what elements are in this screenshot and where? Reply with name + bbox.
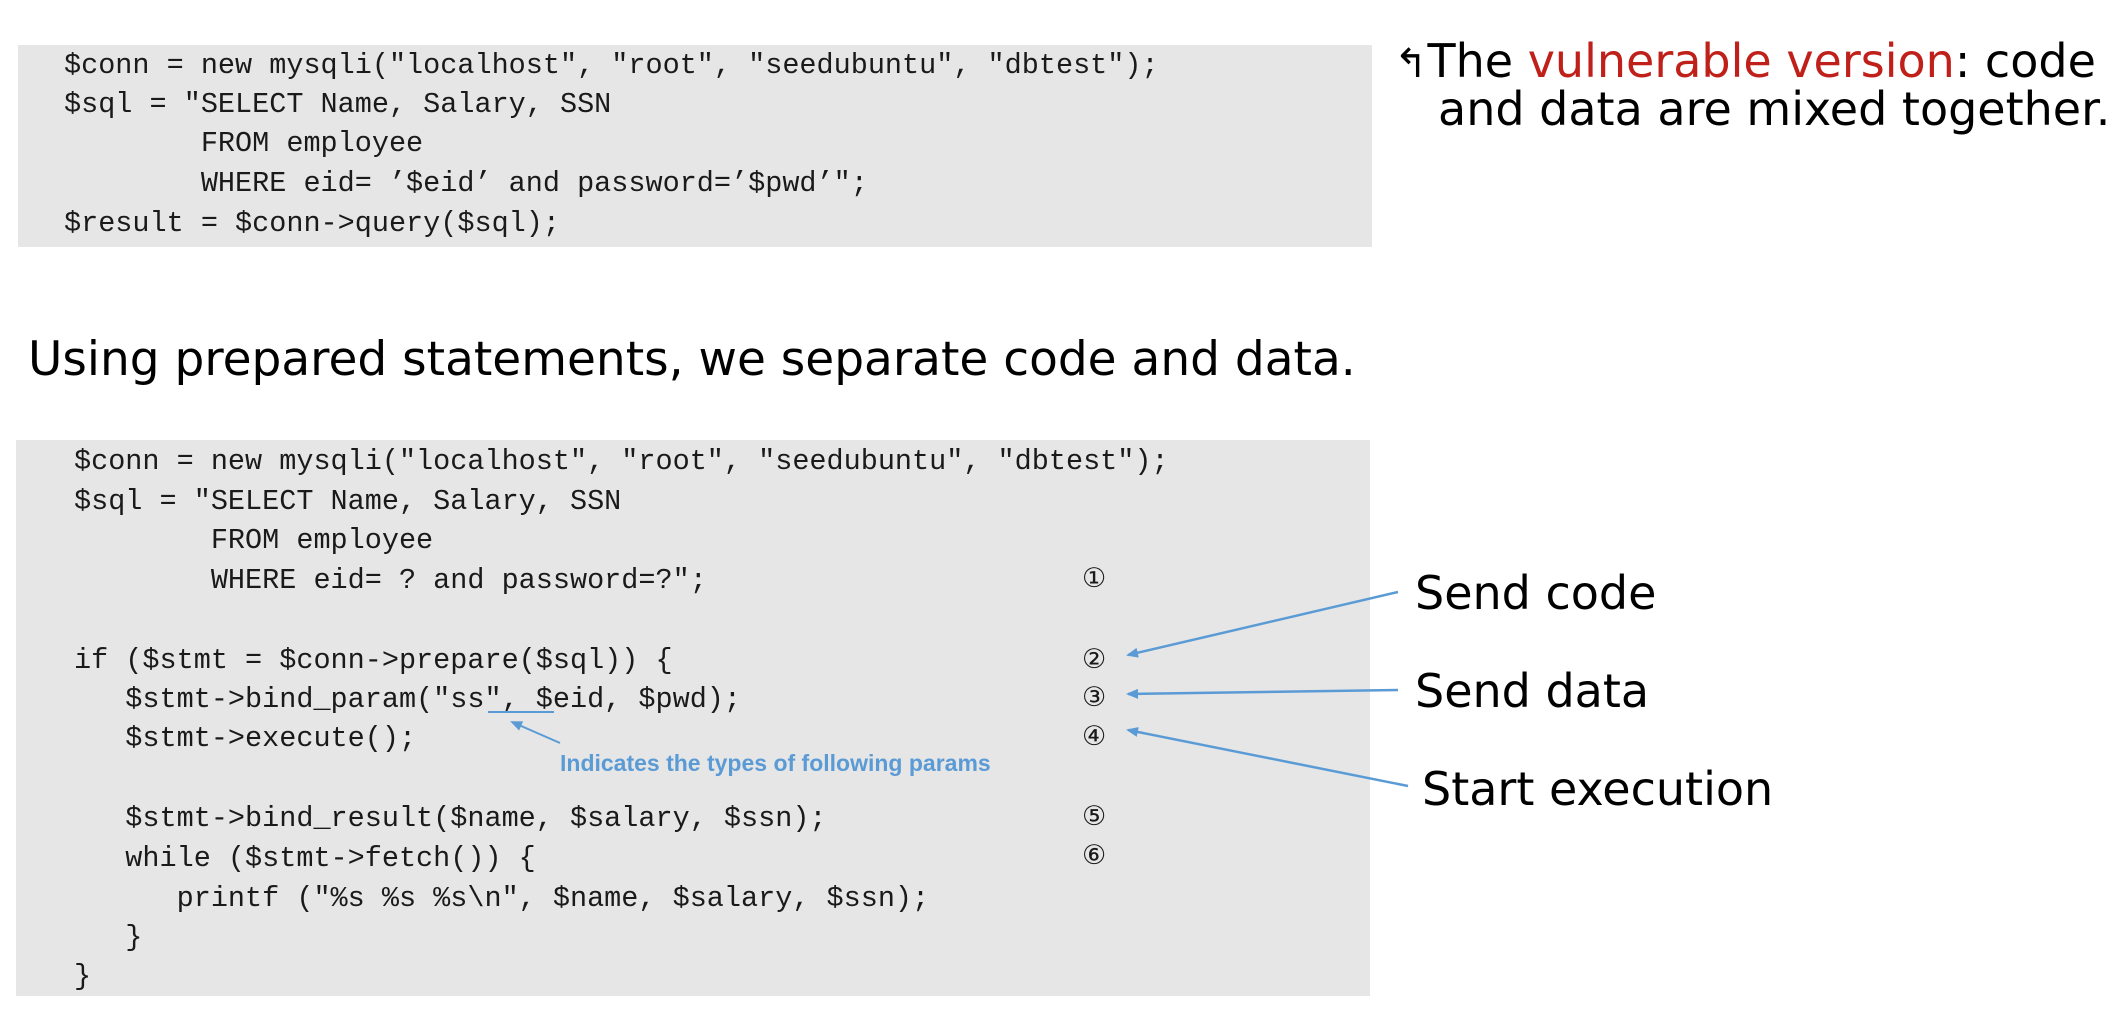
prepared-code-line: printf ("%s %s %s\n", $name, $salary, $s…: [74, 882, 930, 915]
vulnerable-code-line: FROM employee: [64, 127, 424, 160]
vulnerable-note-line2: and data are mixed together.: [1438, 82, 2111, 136]
step-marker-3: ③: [1082, 682, 1107, 713]
step-marker-4: ④: [1082, 721, 1107, 752]
send-code-label: Send code: [1415, 566, 1657, 620]
prepared-code-line: $sql = "SELECT Name, Salary, SSN: [74, 485, 622, 518]
vulnerable-version-highlight: vulnerable version: [1527, 34, 1955, 88]
start-execution-label: Start execution: [1422, 762, 1774, 816]
step-marker-1: ①: [1082, 563, 1107, 594]
vulnerable-note-suffix: : code: [1954, 34, 2096, 88]
section-heading: Using prepared statements, we separate c…: [28, 332, 1356, 387]
prepared-code-line: $conn = new mysqli("localhost", "root", …: [74, 445, 1169, 478]
vulnerable-note-prefix: The: [1427, 34, 1528, 88]
params-type-note: Indicates the types of following params: [560, 750, 991, 776]
vulnerable-code-line: $sql = "SELECT Name, Salary, SSN: [64, 88, 612, 121]
prepared-code-line: if ($stmt = $conn->prepare($sql)) {: [74, 644, 673, 677]
prepared-code-line: $stmt->bind_result($name, $salary, $ssn)…: [74, 802, 827, 835]
prepared-code-line: }: [74, 960, 92, 993]
vulnerable-code-line: $conn = new mysqli("localhost", "root", …: [64, 49, 1159, 82]
step-marker-6: ⑥: [1082, 840, 1107, 871]
curved-arrow-icon: ↰: [1394, 41, 1428, 87]
prepared-code-line: while ($stmt->fetch()) {: [74, 842, 536, 875]
prepared-code-line: $stmt->execute();: [74, 722, 417, 755]
vulnerable-code-line: $result = $conn->query($sql);: [64, 207, 560, 240]
vulnerable-note: ↰The vulnerable version: code: [1394, 38, 2096, 84]
prepared-code-block: [16, 440, 1370, 996]
prepared-code-line: FROM employee: [74, 524, 434, 557]
vulnerable-code-line: WHERE eid= ’$eid’ and password=’$pwd’";: [64, 167, 868, 200]
prepared-code-line: $stmt->bind_param("ss", $eid, $pwd);: [74, 683, 742, 716]
step-marker-2: ②: [1082, 644, 1107, 675]
step-marker-5: ⑤: [1082, 801, 1107, 832]
vulnerable-code-block: [18, 45, 1372, 247]
prepared-code-line: WHERE eid= ? and password=?";: [74, 564, 707, 597]
prepared-code-line: }: [74, 921, 143, 954]
send-data-label: Send data: [1415, 664, 1650, 718]
